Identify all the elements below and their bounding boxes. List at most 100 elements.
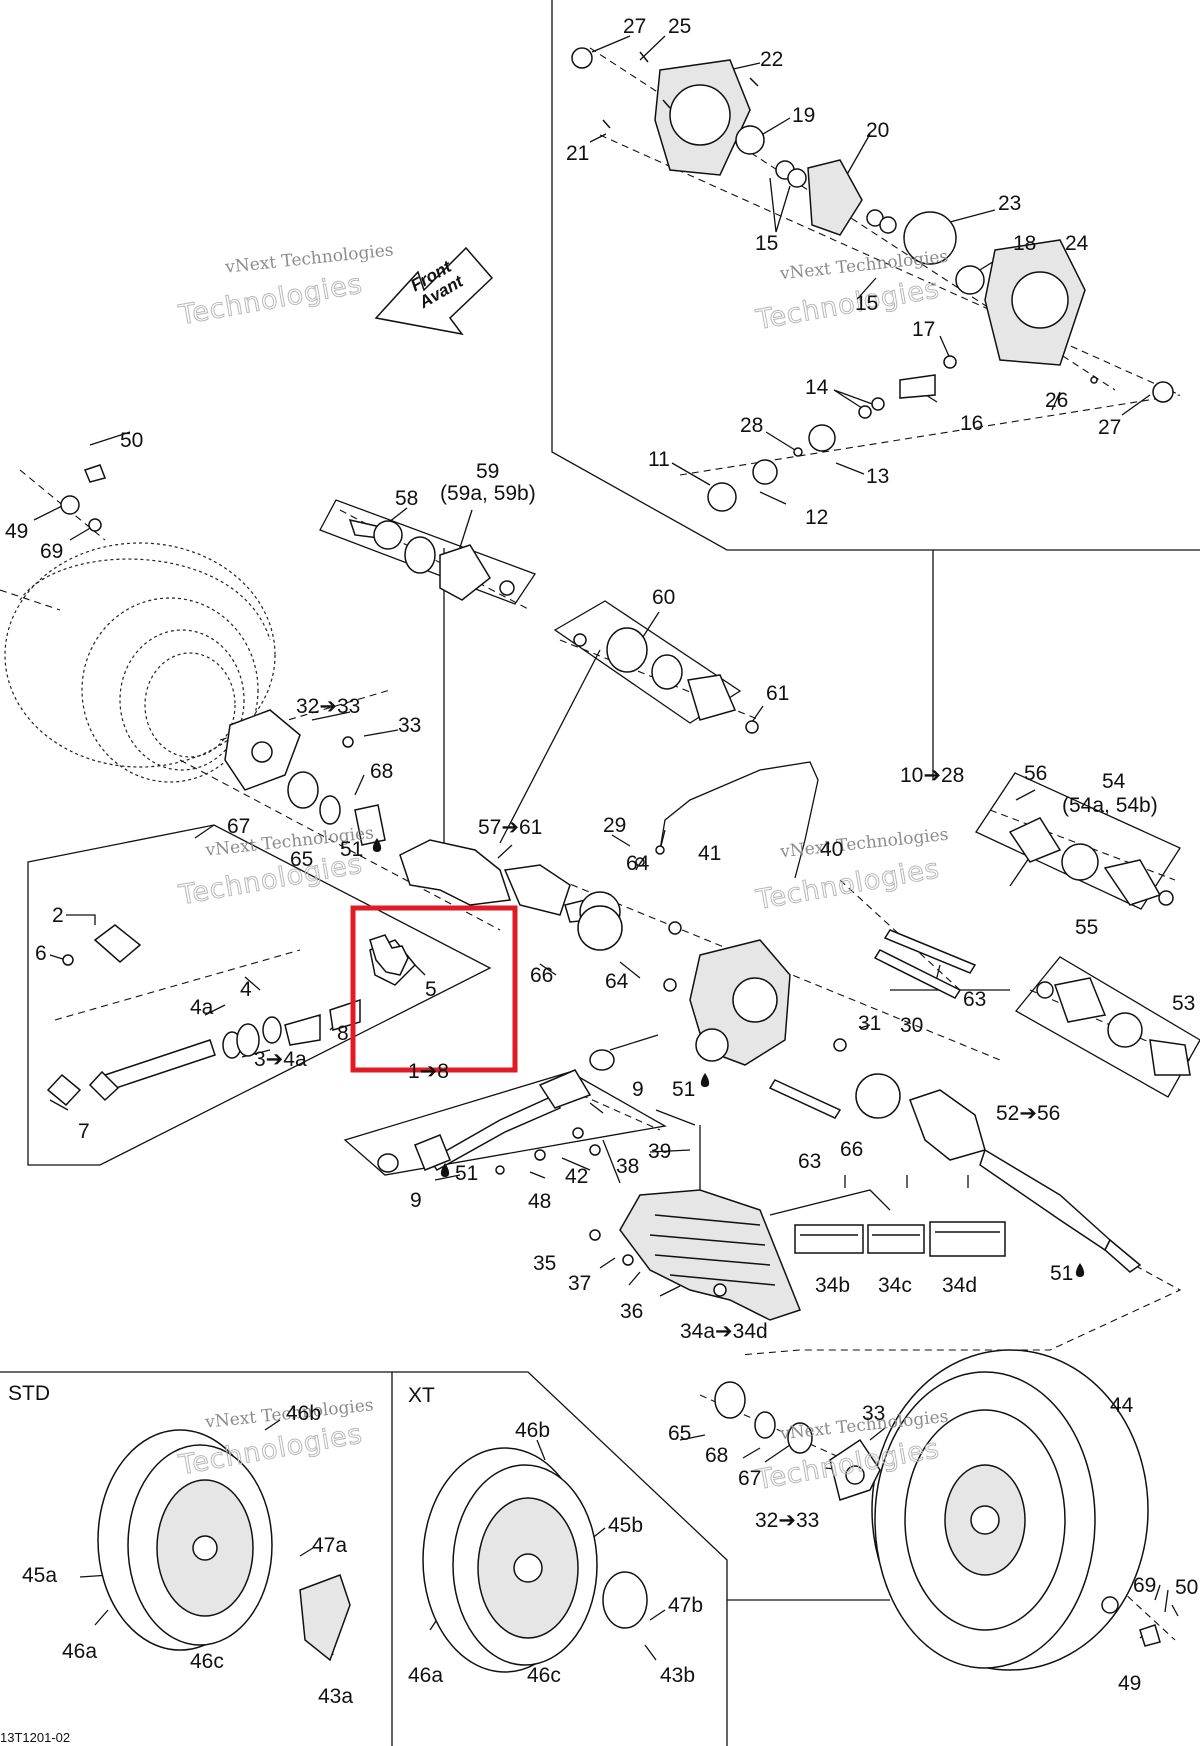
part-label: 15 — [855, 292, 878, 315]
part-label: 26 — [1045, 389, 1068, 412]
left-tire — [4, 542, 276, 783]
part-label: 34b — [815, 1274, 850, 1297]
part-label: 27 — [623, 15, 646, 38]
part-label: 50 — [1175, 1576, 1198, 1599]
part-label: 54 — [1102, 770, 1126, 793]
xt-wheel — [422, 1447, 648, 1673]
drawing-code: 13T1201-02 — [0, 1730, 70, 1745]
part-label: 42 — [565, 1165, 588, 1188]
part-label: 31 — [858, 1012, 881, 1035]
part-label: 67 — [738, 1467, 761, 1490]
watermark-text: Technologies — [176, 268, 365, 331]
part-label: 3➔4a — [254, 1048, 307, 1071]
part-label: 46b — [286, 1402, 321, 1425]
part-label: 30 — [900, 1014, 923, 1037]
part-label: 58 — [395, 487, 418, 510]
watermark-text: Technologies — [176, 1418, 365, 1481]
part-label: 5 — [425, 978, 437, 1001]
part-label: 64 — [605, 970, 629, 993]
part-label: 61 — [766, 682, 789, 705]
part-label: 12 — [805, 506, 828, 529]
part-label: 43b — [660, 1664, 695, 1687]
part-label: 36 — [620, 1300, 643, 1323]
part-label: 7 — [78, 1120, 90, 1143]
part-label: 65 — [290, 848, 313, 871]
wheel-hubs — [224, 709, 881, 1501]
xt-section-title: XT — [408, 1384, 435, 1407]
part-label: 64 — [626, 852, 650, 875]
part-label: 46b — [515, 1419, 550, 1442]
part-label: 25 — [668, 15, 691, 38]
part-label: 14 — [805, 376, 829, 399]
part-label: 45a — [22, 1564, 57, 1587]
part-label: (54a, 54b) — [1062, 794, 1158, 817]
part-label: 51 — [455, 1162, 478, 1185]
part-label: 57➔61 — [478, 816, 542, 839]
part-label: 22 — [760, 48, 783, 71]
part-labels: 27 25 22 19 21 20 15 23 18 24 15 17 14 1… — [5, 15, 1198, 1708]
part-label: 28 — [740, 414, 763, 437]
part-label: 34a➔34d — [680, 1320, 768, 1343]
watermark-text: vNext Technologies — [223, 240, 394, 278]
part-label: 33 — [862, 1402, 885, 1425]
std-wheel — [97, 1429, 351, 1662]
part-label: 16 — [960, 412, 983, 435]
part-label: 50 — [120, 429, 143, 452]
part-label: 4a — [190, 996, 214, 1019]
part-label: 34d — [942, 1274, 977, 1297]
part-label: 9 — [632, 1078, 644, 1101]
std-section-title: STD — [8, 1382, 50, 1405]
front-differential-exploded — [571, 47, 1174, 512]
part-label: 11 — [648, 448, 670, 471]
part-label: 27 — [1098, 416, 1121, 439]
part-label: 46a — [408, 1664, 443, 1687]
part-label: 34c — [878, 1274, 912, 1297]
part-label: 20 — [866, 119, 889, 142]
front-direction-arrow: Front Avant — [374, 246, 494, 336]
part-label: 65 — [668, 1422, 691, 1445]
part-label: 55 — [1075, 916, 1098, 939]
part-label: 21 — [566, 142, 589, 165]
part-label: 68 — [705, 1444, 728, 1467]
part-label: 32➔33 — [755, 1509, 819, 1532]
part-label: 33 — [398, 714, 421, 737]
part-label: 18 — [1013, 232, 1036, 255]
hardware-small — [60, 464, 1169, 1647]
part-label: 63 — [963, 988, 986, 1011]
watermark-text: Technologies — [753, 853, 942, 916]
watermark-text: Technologies — [176, 848, 365, 911]
part-label: 46c — [190, 1650, 224, 1673]
half-shafts — [348, 518, 1191, 1273]
part-label: 9 — [410, 1189, 422, 1212]
fluid-drop-icon — [440, 1163, 450, 1177]
fluid-drop-icons — [372, 838, 1085, 1277]
part-label: 51 — [340, 838, 363, 861]
part-label: 19 — [792, 104, 815, 127]
part-label: 69 — [40, 540, 63, 563]
highlight-box — [350, 905, 518, 1073]
part-label: 46a — [62, 1640, 97, 1663]
brake-line — [635, 761, 819, 879]
leader-lines — [33, 35, 1179, 1661]
part-label: 67 — [227, 815, 250, 838]
part-label: 13 — [866, 465, 889, 488]
part-label: 49 — [5, 520, 28, 543]
part-label: 52➔56 — [996, 1102, 1060, 1125]
part-label: 17 — [912, 318, 935, 341]
part-label: 4 — [240, 978, 252, 1001]
part-label: 8 — [337, 1022, 349, 1045]
part-label: (59a, 59b) — [440, 482, 536, 505]
part-label: 40 — [820, 838, 843, 861]
fluid-drop-icon — [1075, 1263, 1085, 1277]
part-label: 59 — [476, 460, 499, 483]
part-label: 2 — [52, 904, 64, 927]
part-label: 63 — [798, 1150, 821, 1173]
part-label: 69 — [1133, 1574, 1156, 1597]
part-label: 47b — [668, 1594, 703, 1617]
part-label: 24 — [1065, 232, 1089, 255]
part-label: 10➔28 — [900, 764, 964, 787]
part-label: 43a — [318, 1685, 353, 1708]
driveshafts — [46, 924, 615, 1175]
right-tire — [871, 1349, 1149, 1671]
